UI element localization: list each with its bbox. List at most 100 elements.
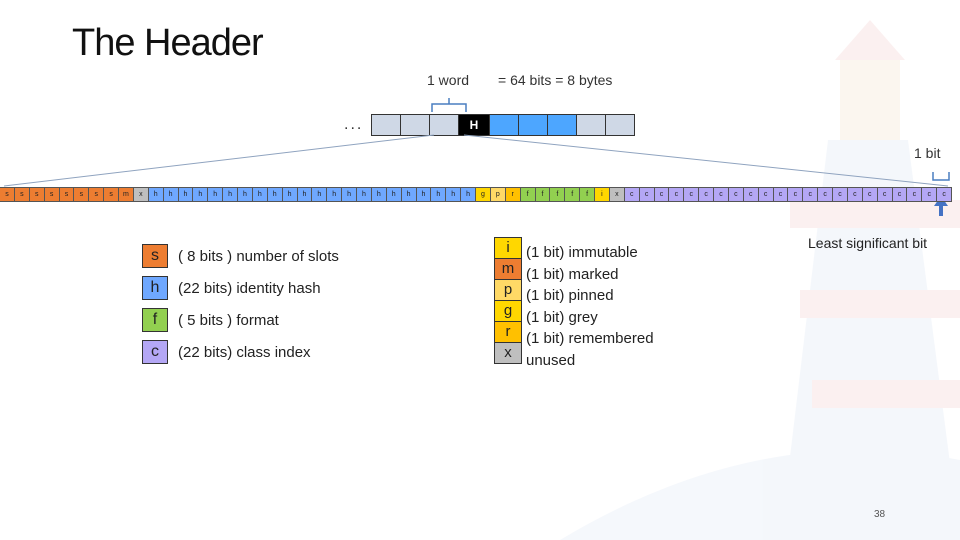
header-bit-f: f [519, 187, 536, 202]
flag-cell-remembered: r [494, 321, 522, 343]
header-bit-c: c [876, 187, 893, 202]
ellipsis-left: ... [344, 116, 364, 133]
memory-word-strip: H [371, 114, 635, 136]
header-bit-x: x [608, 187, 625, 202]
header-bit-h: h [385, 187, 402, 202]
flag-bit-column: i m p g r x [494, 237, 522, 364]
header-bit-s: s [73, 187, 90, 202]
header-bit-c: c [683, 187, 700, 202]
header-bit-h: h [311, 187, 328, 202]
legend-slots: s ( 8 bits ) number of slots [142, 244, 339, 268]
flag-text-grey: (1 bit) grey [526, 308, 598, 326]
header-bit-f: f [549, 187, 566, 202]
header-bit-h: h [460, 187, 476, 202]
header-bit-h: h [192, 187, 209, 202]
header-bit-p: p [489, 187, 506, 202]
header-bit-c: c [891, 187, 908, 202]
header-bit-c: c [727, 187, 744, 202]
legend-swatch-class-index: c [142, 340, 168, 364]
flag-text-marked: (1 bit) marked [526, 265, 619, 283]
legend-swatch-slots: s [142, 244, 168, 268]
header-bit-x: x [132, 187, 149, 202]
flag-cell-grey: g [494, 300, 522, 322]
legend-text-format: ( 5 bits ) format [178, 311, 279, 329]
header-bit-h: h [430, 187, 447, 202]
header-bit-c: c [772, 187, 789, 202]
flag-text-remembered: (1 bit) remembered [526, 330, 654, 348]
header-bit-h: h [147, 187, 164, 202]
header-bit-h: h [341, 187, 357, 202]
header-bit-h: h [400, 187, 417, 202]
header-bit-c: c [846, 187, 863, 202]
least-significant-bit-label: Least significant bit [808, 235, 928, 251]
header-bit-c: c [936, 187, 952, 202]
header-bit-s: s [103, 187, 119, 202]
header-bit-h: h [326, 187, 343, 202]
legend-format: f ( 5 bits ) format [142, 308, 279, 332]
header-bit-c: c [698, 187, 714, 202]
header-bit-c: c [638, 187, 655, 202]
header-bit-h: h [251, 187, 268, 202]
header-bit-h: h [222, 187, 238, 202]
legend-hash: h (22 bits) identity hash [142, 276, 321, 300]
header-bit-c: c [623, 187, 640, 202]
header-bit-c: c [906, 187, 923, 202]
legend-swatch-format: f [142, 308, 168, 332]
header-bit-h: h [266, 187, 283, 202]
word-bracket [431, 98, 467, 112]
header-bit-h: h [207, 187, 224, 202]
header-bit-h: h [237, 187, 253, 202]
header-bit-s: s [43, 187, 60, 202]
header-bit-c: c [802, 187, 819, 202]
header-bit-h: h [162, 187, 179, 202]
header-bit-f: f [564, 187, 581, 202]
legend-text-slots: ( 8 bits ) number of slots [178, 247, 339, 265]
flag-cell-pinned: p [494, 279, 522, 301]
legend-text-class-index: (22 bits) class index [178, 343, 311, 361]
page-number: 38 [874, 509, 886, 520]
flag-cell-immutable: i [494, 237, 522, 259]
header-bit-s: s [58, 187, 75, 202]
header-bit-s: s [0, 187, 15, 202]
header-bit-f: f [579, 187, 595, 202]
flag-text-unused: unused [526, 351, 576, 369]
page-title: The Header [72, 22, 264, 64]
header-bit-h: h [370, 187, 387, 202]
header-bit-c: c [668, 187, 685, 202]
header-bit-f: f [534, 187, 551, 202]
header-bit-s: s [13, 187, 30, 202]
header-bit-s: s [28, 187, 45, 202]
header-bit-c: c [921, 187, 938, 202]
legend-text-hash: (22 bits) identity hash [178, 279, 321, 297]
header-bit-h: h [415, 187, 432, 202]
header-bit-c: c [787, 187, 804, 202]
legend-class-index: c (22 bits) class index [142, 340, 311, 364]
header-bit-c: c [742, 187, 759, 202]
header-bit-i: i [594, 187, 610, 202]
header-bit-h: h [445, 187, 462, 202]
flag-descriptions: (1 bit) immutable (1 bit) marked (1 bit)… [526, 242, 654, 372]
header-bit-c: c [757, 187, 774, 202]
legend-swatch-hash: h [142, 276, 168, 300]
flag-cell-unused: x [494, 342, 522, 364]
word-size-equation: = 64 bits = 8 bytes [498, 72, 613, 88]
header-bit-c: c [832, 187, 848, 202]
header-bit-h: h [356, 187, 372, 202]
header-bit-h: h [177, 187, 194, 202]
header-bit-c: c [713, 187, 729, 202]
word-label: 1 word [427, 72, 470, 88]
flag-text-pinned: (1 bit) pinned [526, 287, 614, 305]
header-bit-c: c [861, 187, 878, 202]
header-bit-c: c [653, 187, 670, 202]
memory-word-cell [605, 114, 635, 136]
flag-cell-marked: m [494, 258, 522, 280]
header-bit-r: r [504, 187, 521, 202]
flag-text-immutable: (1 bit) immutable [526, 244, 638, 261]
header-bit-h: h [296, 187, 313, 202]
header-bit-h: h [281, 187, 298, 202]
header-bit-c: c [817, 187, 833, 202]
header-bit-g: g [475, 187, 491, 202]
